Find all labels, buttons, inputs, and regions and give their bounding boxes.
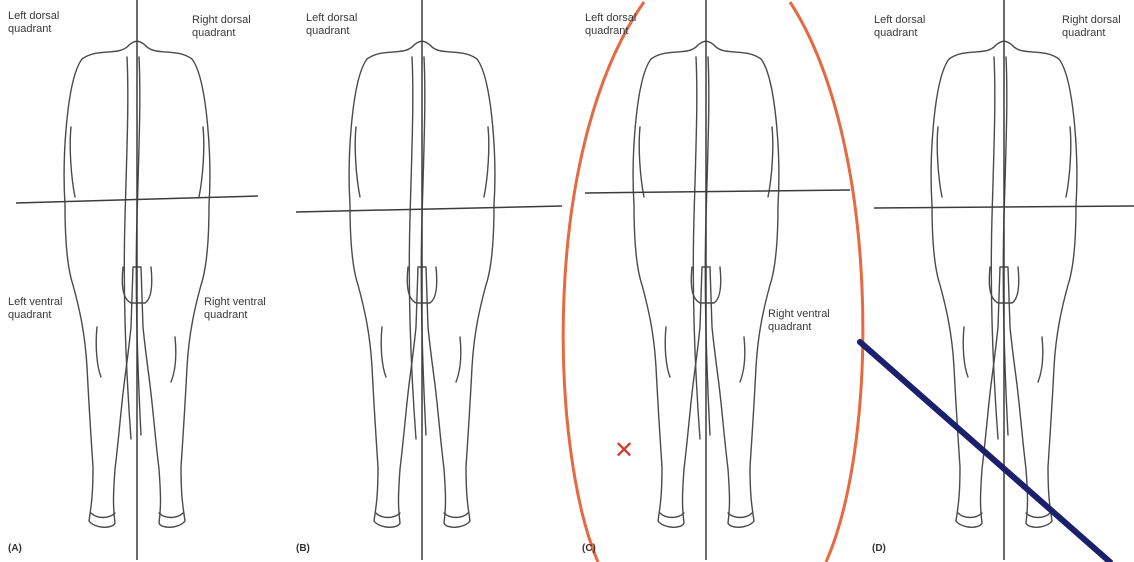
diagonal-line <box>860 342 1110 562</box>
label-right-ventral-c: Right ventral quadrant <box>768 308 830 334</box>
panel-c <box>563 0 863 562</box>
panel-letter-b: (B) <box>296 543 310 554</box>
panel-a <box>16 0 258 560</box>
cross-mark: ✕ <box>614 438 634 462</box>
panel-letter-c: (C) <box>582 543 596 554</box>
label-right-dorsal-a: Right dorsal quadrant <box>192 14 251 40</box>
panel-d <box>874 0 1134 560</box>
label-right-dorsal-d: Right dorsal quadrant <box>1062 14 1121 40</box>
ellipse-arc-left <box>563 2 644 562</box>
panel-letter-a: (A) <box>8 543 22 554</box>
label-left-dorsal-a: Left dorsal quadrant <box>8 10 59 36</box>
label-right-ventral-a: Right ventral quadrant <box>204 296 266 322</box>
label-left-ventral-a: Left ventral quadrant <box>8 296 62 322</box>
label-left-dorsal-b: Left dorsal quadrant <box>306 12 357 38</box>
midline-horizontal-c <box>585 190 850 193</box>
label-left-dorsal-d: Left dorsal quadrant <box>874 14 925 40</box>
panel-b <box>296 0 562 560</box>
midline-horizontal-b <box>296 206 562 212</box>
ellipse-arc-right <box>790 2 863 562</box>
label-left-dorsal-c: Left dorsal quadrant <box>585 12 636 38</box>
midline-horizontal-d <box>874 206 1134 208</box>
panel-letter-d: (D) <box>872 543 886 554</box>
